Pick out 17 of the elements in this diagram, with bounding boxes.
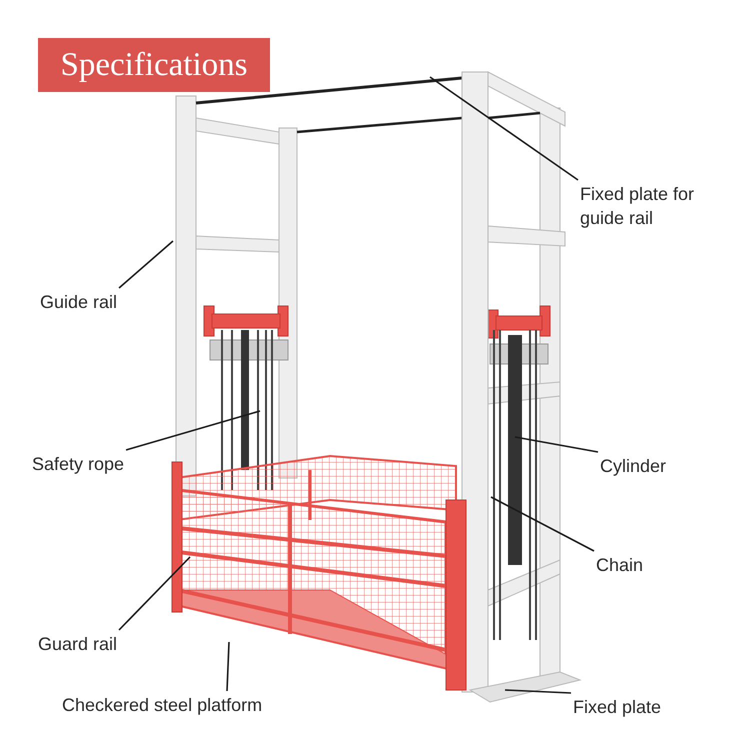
part-label: Cylinder [600, 454, 666, 478]
part-label: Fixed plate for guide rail [580, 182, 710, 231]
part-label: Chain [596, 553, 644, 578]
leader-line [226, 642, 230, 692]
leader-line [490, 496, 594, 552]
leader-line [514, 436, 598, 453]
part-label: Guide rail [40, 290, 118, 314]
part-label: Safety rope [32, 452, 124, 476]
leader-line [430, 76, 578, 181]
leader-line [118, 240, 174, 289]
leader-line [118, 556, 191, 631]
part-label: Fixed plate [573, 695, 662, 720]
part-label: Checkered steel platform [62, 693, 262, 718]
title-banner: Specifications [38, 38, 270, 92]
part-label: Guard rail [38, 632, 118, 656]
leader-line [504, 689, 572, 694]
leader-line [126, 410, 260, 451]
